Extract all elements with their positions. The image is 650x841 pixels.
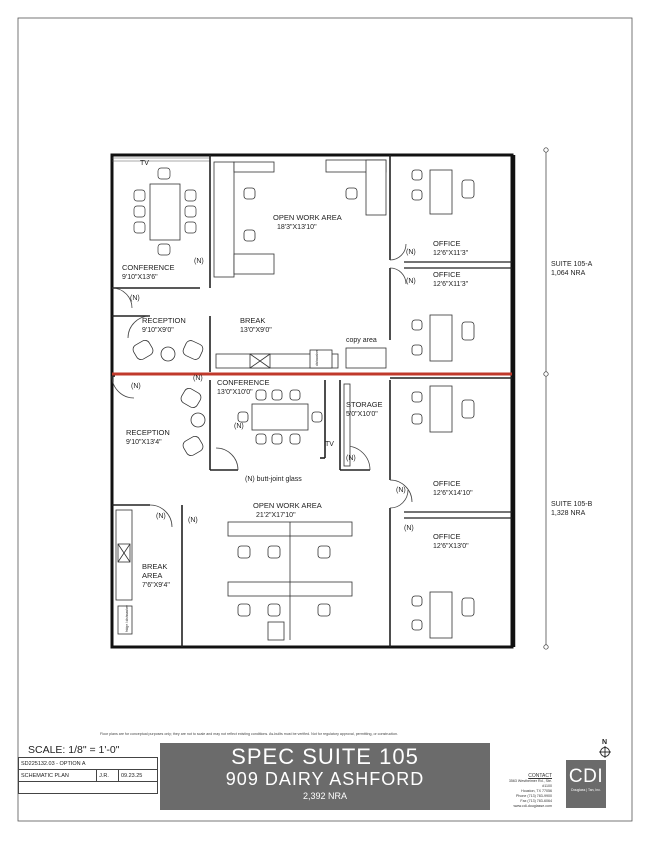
storage-size: 5'0"X10'0" <box>346 411 378 418</box>
office-3-name: OFFICE <box>433 479 461 488</box>
svg-text:(N): (N) <box>131 383 141 390</box>
conference-2-name: CONFERENCE <box>217 378 270 387</box>
contact-line: Phone (713) 783-9900 <box>516 794 552 798</box>
reception-2-name: RECEPTION <box>126 428 170 437</box>
fridge-label: fridge / dishwasher <box>125 604 129 632</box>
office-2-name: OFFICE <box>433 270 461 279</box>
office-4-name: OFFICE <box>433 532 461 541</box>
svg-text:(N): (N) <box>396 487 406 494</box>
conference-table-1 <box>133 167 197 256</box>
conference-1-name: CONFERENCE <box>122 263 175 272</box>
job-number: SD225132.03 - OPTION A <box>18 757 158 770</box>
tv-label-top: TV <box>140 160 149 167</box>
reception-1-size: 9'10"X9'0" <box>142 327 174 334</box>
drawn-by: J.R. <box>96 769 119 782</box>
suite-b-name: SUITE 105-B <box>551 501 593 508</box>
svg-text:(N): (N) <box>346 455 356 462</box>
workstations-1 <box>213 159 387 278</box>
conference-table-2 <box>237 389 323 445</box>
title-block: SPEC SUITE 105 909 DAIRY ASHFORD 2,392 N… <box>160 743 490 810</box>
butt-joint-glass-label: (N) butt-joint glass <box>245 476 302 483</box>
reception-seating-2 <box>180 388 206 456</box>
reception-1-name: RECEPTION <box>142 316 186 325</box>
office-2-size: 12'6"X11'3" <box>433 281 469 288</box>
open-work-2-name: OPEN WORK AREA <box>253 501 322 510</box>
open-work-2-size: 21'2"X17'10" <box>256 512 296 519</box>
open-work-1-name: OPEN WORK AREA <box>273 213 342 222</box>
svg-text:(N): (N) <box>156 513 166 520</box>
tv-label-mid: TV <box>325 441 334 448</box>
storage-shelf <box>343 383 351 467</box>
sheet-border <box>17 17 633 822</box>
storage-name: STORAGE <box>346 400 383 409</box>
svg-text:(N): (N) <box>234 423 244 430</box>
plan-type: SCHEMATIC PLAN <box>17 769 98 782</box>
svg-text:(N): (N) <box>188 517 198 524</box>
contact-block: CONTACT 3563 Westheimer Rd., Ste. #1100 … <box>500 774 552 809</box>
contact-line: www.cdi-douglasse.com <box>513 804 552 808</box>
svg-text:(N): (N) <box>130 295 140 302</box>
break-2-name-line2: AREA <box>142 571 162 580</box>
title-line-2: 909 DAIRY ASHFORD <box>225 769 425 789</box>
office-3-size: 12'6"X14'10" <box>433 490 473 497</box>
info-blank-row <box>18 781 158 794</box>
break-1-size: 13'0"X9'0" <box>240 327 272 334</box>
svg-text:(N): (N) <box>406 278 416 285</box>
suite-a-area: 1,064 NRA <box>551 270 586 277</box>
open-work-1-size: 18'3"X13'10" <box>277 224 317 231</box>
dishwasher-label: dishwasher <box>315 349 319 366</box>
suite-a-name: SUITE 105-A <box>551 261 593 268</box>
reception-seating-1 <box>132 340 204 362</box>
office-4-size: 12'6"X13'0" <box>433 543 469 550</box>
scale-label: SCALE: 1/8" = 1'-0" <box>28 744 120 756</box>
info-table: SD225132.03 - OPTION A SCHEMATIC PLAN J.… <box>17 757 159 794</box>
reception-2-size: 9'10"X13'4" <box>126 439 162 446</box>
new-tags: (N) (N) (N) (N) (N) (N) (N) (N) (N) (N) … <box>130 249 416 532</box>
logo-subtext: Douglass | Tan, Inc. <box>571 788 601 792</box>
svg-text:(N): (N) <box>194 258 204 265</box>
north-label: N <box>602 739 607 746</box>
suite-b-area: 1,328 NRA <box>551 510 586 517</box>
exterior-walls <box>110 153 516 649</box>
north-arrow <box>599 746 611 758</box>
office-1-size: 12'6"X11'3" <box>433 250 469 257</box>
break-2-name: BREAK <box>142 562 167 571</box>
conference-1-size: 9'10"X13'6" <box>122 274 158 281</box>
svg-text:(N): (N) <box>193 375 203 382</box>
svg-text:(N): (N) <box>406 249 416 256</box>
title-line-1: SPEC SUITE 105 <box>231 744 419 769</box>
interior-walls <box>112 155 512 647</box>
disclaimer-text: Floor plans are for conceptual purposes … <box>100 732 399 736</box>
break-1-name: BREAK <box>240 316 265 325</box>
suite-dimension-lines <box>543 147 549 650</box>
conference-2-size: 13'0"X10'0" <box>217 389 253 396</box>
office-furniture <box>411 169 475 639</box>
company-logo: CDI Douglass | Tan, Inc. <box>566 760 606 808</box>
contact-heading: CONTACT <box>528 773 552 779</box>
contact-line: Houston, TX 77056 <box>521 789 552 793</box>
plan-date: 09.23.25 <box>117 769 159 782</box>
copy-area-label: copy area <box>346 337 377 344</box>
office-1-name: OFFICE <box>433 239 461 248</box>
logo-text: CDI <box>568 766 604 787</box>
workstations-2 <box>227 521 353 641</box>
break-2-size: 7'6"X9'4" <box>142 582 170 589</box>
contact-line: 3563 Westheimer Rd., Ste. #1100 <box>508 779 552 788</box>
title-line-3: 2,392 NRA <box>302 791 348 801</box>
break-counter-2 <box>115 509 133 635</box>
contact-line: Fax (713) 783-6064 <box>520 799 552 803</box>
window-strip <box>112 157 210 162</box>
svg-text:(N): (N) <box>404 525 414 532</box>
break-counter-1 <box>215 347 387 369</box>
